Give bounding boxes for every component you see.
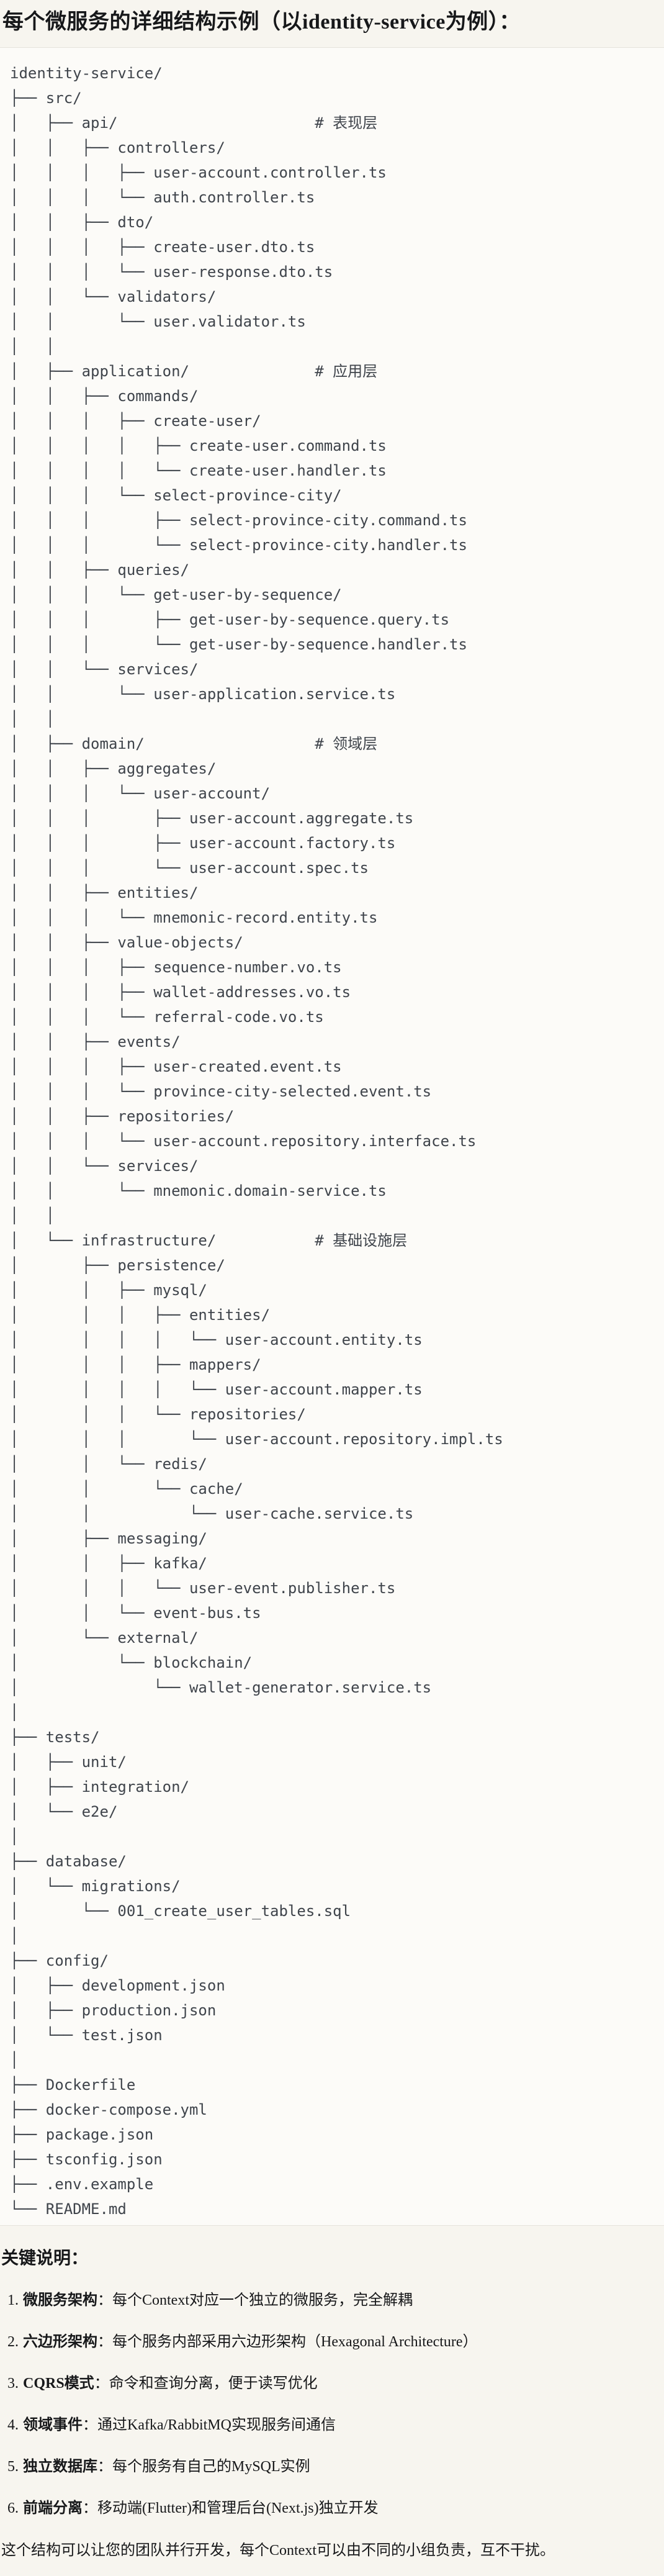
note-item-1: 1.微服务架构：每个Context对应一个独立的微服务，完全解耦 (7, 2291, 663, 2310)
note-item-2: 2.六边形架构：每个服务内部采用六边形架构（Hexagonal Architec… (7, 2333, 663, 2351)
note-label: 微服务架构 (23, 2292, 97, 2308)
closing-paragraph: 这个结构可以让您的团队并行开发，每个Context可以由不同的小组负责，互不干扰… (1, 2542, 555, 2559)
note-label: 领域事件 (23, 2417, 83, 2433)
note-label: 六边形架构 (23, 2334, 97, 2350)
note-text: ：每个Context对应一个独立的微服务，完全解耦 (97, 2292, 413, 2308)
note-item-5: 5.独立数据库：每个服务有自己的MySQL实例 (7, 2457, 663, 2476)
note-number: 3. (7, 2375, 19, 2392)
note-number: 6. (7, 2500, 19, 2516)
directory-tree: identity-service/ ├── src/ │ ├── api/ # … (10, 65, 503, 2218)
page-title: 每个微服务的详细结构示例（以identity-service为例）： (2, 11, 521, 34)
note-item-3: 3.CQRS模式：命令和查询分离，便于读写优化 (7, 2374, 663, 2393)
page-header: 每个微服务的详细结构示例（以identity-service为例）： (0, 9, 664, 35)
note-text: ：通过Kafka/RabbitMQ实现服务间通信 (83, 2417, 336, 2433)
note-text: ：命令和查询分离，便于读写优化 (94, 2375, 318, 2392)
note-text: ：每个服务内部采用六边形架构（Hexagonal Architecture） (97, 2334, 478, 2350)
note-text: ：每个服务有自己的MySQL实例 (97, 2459, 310, 2475)
notes-heading: 关键说明： (1, 2249, 89, 2268)
note-number: 4. (7, 2417, 19, 2433)
notes-section: 关键说明： 1.微服务架构：每个Context对应一个独立的微服务，完全解耦 2… (0, 2249, 664, 2576)
note-item-6: 6.前端分离：移动端(Flutter)和管理后台(Next.js)独立开发 (7, 2499, 663, 2518)
note-text: ：移动端(Flutter)和管理后台(Next.js)独立开发 (83, 2500, 379, 2516)
directory-tree-block: identity-service/ ├── src/ │ ├── api/ # … (0, 47, 664, 2226)
note-number: 5. (7, 2459, 19, 2475)
note-number: 1. (7, 2292, 19, 2308)
note-item-4: 4.领域事件：通过Kafka/RabbitMQ实现服务间通信 (7, 2416, 663, 2434)
note-label: 独立数据库 (23, 2459, 97, 2475)
note-label: 前端分离 (23, 2500, 83, 2516)
note-number: 2. (7, 2334, 19, 2350)
note-label: CQRS模式 (23, 2375, 94, 2392)
